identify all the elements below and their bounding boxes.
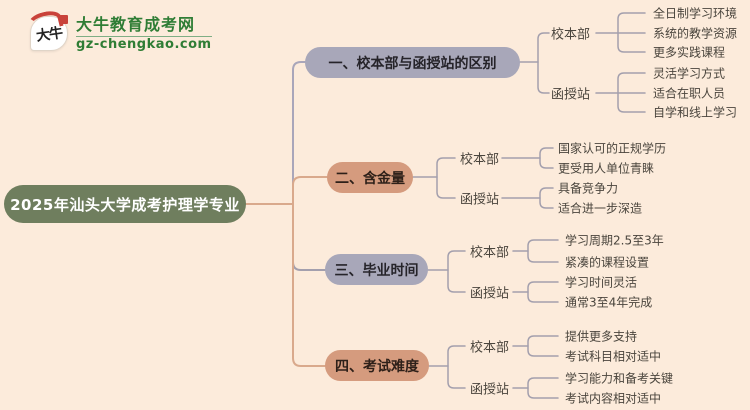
- branch1-group-campus: 校本部: [551, 27, 591, 43]
- site-url: gz-chengkao.com: [76, 36, 212, 52]
- leaf: 国家认可的正规学历: [558, 141, 667, 156]
- logo-divider: [76, 35, 212, 37]
- logo-bubble-icon: 大牛: [26, 8, 68, 52]
- leaf: 提供更多支持: [565, 329, 638, 344]
- connector-branch2-groups: [412, 147, 554, 209]
- leaf: 考试科目相对适中: [565, 349, 662, 364]
- branch-4-node: 四、考试难度: [325, 350, 429, 381]
- logo-bubble-text: 大牛: [35, 25, 64, 45]
- logo-seal-icon: [60, 15, 68, 25]
- leaf: 更受用人单位青睐: [558, 161, 655, 176]
- connector-branch-2: [292, 176, 328, 205]
- leaf: 学习周期2.5至3年: [565, 233, 664, 248]
- leaf: 适合在职人员: [653, 86, 726, 101]
- branch2-group-station: 函授站: [460, 192, 500, 208]
- leaf: 学习能力和备考关键: [565, 371, 674, 386]
- connector-branch3-groups: [427, 239, 559, 303]
- branch-2-node: 二、含金量: [327, 162, 413, 193]
- branch4-group-station: 函授站: [470, 382, 510, 398]
- leaf: 具备竞争力: [558, 181, 619, 196]
- branch-3-node: 三、毕业时间: [325, 254, 428, 285]
- branch1-group-station: 函授站: [551, 87, 591, 103]
- branch3-group-campus: 校本部: [470, 245, 510, 261]
- leaf: 灵活学习方式: [653, 66, 726, 81]
- root-node: 2025年汕头大学成考护理学专业: [4, 185, 246, 223]
- leaf: 全日制学习环境: [653, 6, 738, 21]
- leaf: 自学和线上学习: [653, 105, 738, 120]
- site-logo: 大牛 大牛教育成考网 gz-chengkao.com: [26, 8, 212, 52]
- branch2-group-campus: 校本部: [460, 152, 500, 168]
- connector-branch-4: [292, 203, 326, 367]
- branch4-group-campus: 校本部: [470, 340, 510, 356]
- connector-branch-1: [292, 61, 306, 205]
- leaf: 通常3至4年完成: [565, 295, 653, 310]
- leaf: 适合进一步深造: [558, 201, 643, 216]
- connector-branch4-groups: [428, 335, 559, 399]
- leaf: 考试内容相对适中: [565, 391, 662, 406]
- connector-branch1-groups: [519, 12, 646, 113]
- leaf: 系统的教学资源: [653, 26, 738, 41]
- site-name: 大牛教育成考网: [76, 15, 196, 34]
- connector-branch-3: [292, 203, 326, 271]
- leaf: 更多实践课程: [653, 45, 726, 60]
- logo-text-block: 大牛教育成考网 gz-chengkao.com: [76, 16, 212, 52]
- branch3-group-station: 函授站: [470, 286, 510, 302]
- leaf: 学习时间灵活: [565, 275, 638, 290]
- leaf: 紧凑的课程设置: [565, 255, 650, 270]
- branch-1-node: 一、校本部与函授站的区别: [305, 47, 520, 78]
